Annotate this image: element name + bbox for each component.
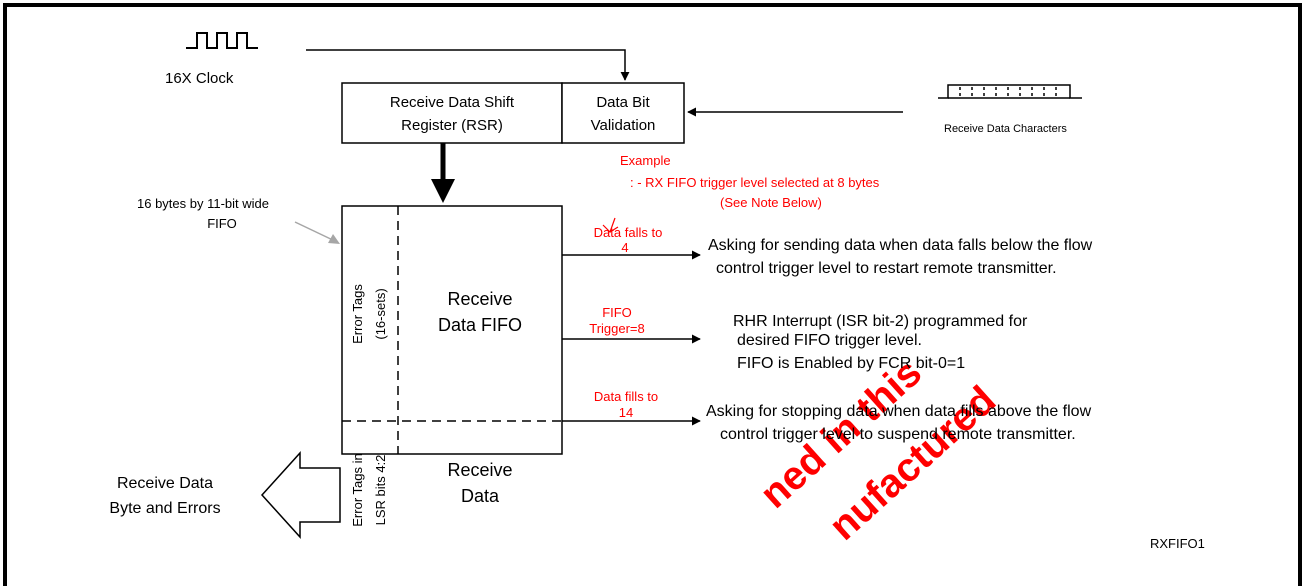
rsr-to-fifo-arrow-head [431, 179, 455, 203]
fifo-caption-line-2: FIFO [207, 216, 237, 231]
level-2-tag-line-1: FIFO [602, 305, 632, 320]
error-tags-top-line-1: Error Tags [350, 284, 365, 344]
example-line: : - RX FIFO trigger level selected at 8 … [630, 175, 880, 190]
fifo-caption-pointer-head [328, 234, 340, 244]
receive-data-waveform-icon [938, 84, 1082, 99]
validation-box [561, 82, 685, 144]
receive-data-label-line-2: Data [461, 486, 500, 506]
level-1-tag-line-1: Data falls to [594, 225, 663, 240]
receive-fifo-label-line-1: Receive [447, 289, 512, 309]
level-3-tag-line-1: Data fills to [594, 389, 658, 404]
level-2-desc-line-3: FIFO is Enabled by FCR bit-0=1 [737, 355, 965, 372]
level-3-desc-line-1: Asking for stopping data when data fills… [706, 403, 1092, 420]
error-tags-bottom-line-1: Error Tags in [350, 453, 365, 526]
level-2-tag-line-2: Trigger=8 [589, 321, 645, 336]
level-2-desc-line-2: desired FIFO trigger level. [737, 332, 922, 349]
validation-label-line-2: Validation [591, 117, 656, 134]
fifo-block [341, 205, 563, 455]
validation-label-line-1: Data Bit [596, 94, 650, 111]
rsr-label-line-2: Register (RSR) [401, 117, 503, 134]
error-tags-top-line-2: (16-sets) [373, 288, 388, 339]
fifo-caption-pointer [294, 221, 338, 243]
receive-data-characters-label: Receive Data Characters [944, 123, 1067, 135]
example-title: Example [620, 153, 671, 168]
receive-fifo-label-line-2: Data FIFO [438, 315, 522, 335]
level-2-desc-line-1: RHR Interrupt (ISR bit-2) programmed for [733, 313, 1028, 330]
output-arrow [260, 451, 341, 539]
level-3-desc-line-2: control trigger level to suspend remote … [720, 426, 1076, 443]
figure-id: RXFIFO1 [1150, 536, 1205, 551]
red-pointer-mark-icon [602, 217, 619, 234]
receive-data-label-line-1: Receive [447, 460, 512, 480]
level-3-tag-line-2: 14 [619, 405, 633, 420]
output-label-line-1: Receive Data [117, 475, 213, 492]
figure-frame [3, 3, 1302, 586]
clock-waveform-icon [186, 32, 258, 49]
error-tags-bottom-line-2: LSR bits 4:2 [373, 455, 388, 526]
clock-arrow [306, 49, 630, 81]
rsr-box [341, 82, 563, 144]
output-label-line-2: Byte and Errors [109, 500, 220, 517]
fifo-caption-line-1: 16 bytes by 11-bit wide [137, 196, 269, 211]
example-note: (See Note Below) [720, 195, 822, 210]
level-1-tag-line-2: 4 [621, 240, 628, 255]
rsr-label-line-1: Receive Data Shift [390, 94, 515, 111]
clock-label: 16X Clock [165, 70, 234, 87]
level-1-desc-line-2: control trigger level to restart remote … [716, 260, 1057, 277]
level-1-desc-line-1: Asking for sending data when data falls … [708, 237, 1093, 254]
